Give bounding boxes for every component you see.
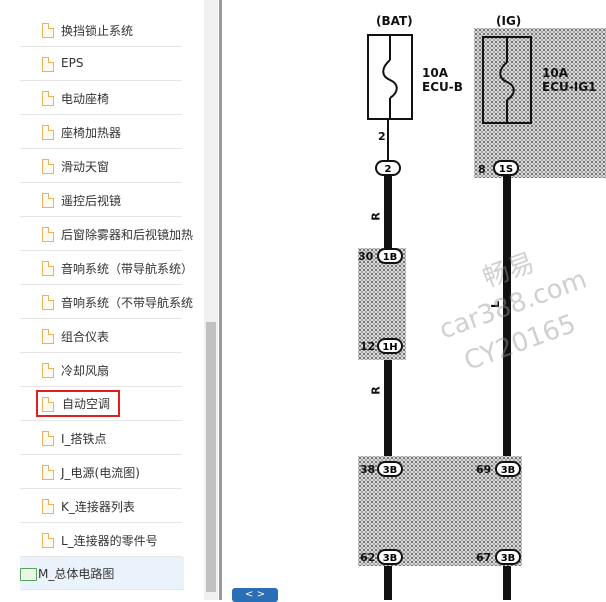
file-icon bbox=[42, 23, 54, 38]
tree-item[interactable]: 音响系统（带导航系统） bbox=[20, 252, 193, 285]
page-nav-button[interactable]: < > bbox=[232, 588, 278, 602]
file-icon bbox=[42, 125, 54, 140]
tree-item[interactable]: 冷却风扇 bbox=[20, 354, 182, 387]
pin-8: 8 bbox=[478, 163, 486, 176]
file-icon bbox=[42, 397, 54, 412]
tree-item-label: 冷却风扇 bbox=[61, 364, 110, 378]
tree-item[interactable]: 座椅加热器 bbox=[20, 116, 182, 149]
pane-divider[interactable] bbox=[219, 0, 222, 600]
connector-1h: 1H bbox=[377, 338, 403, 354]
wiring-diagram: (BAT) 10A ECU-B 2 2 R 30 1B 12 1H R (IG)… bbox=[222, 0, 606, 600]
wire-label-r2: R bbox=[369, 386, 383, 395]
tree-item-label: 音响系统（带导航系统） bbox=[61, 262, 194, 276]
tree-item-label: 组合仪表 bbox=[61, 330, 110, 344]
fuse1-name: ECU-B bbox=[422, 80, 463, 94]
file-icon bbox=[42, 499, 54, 514]
wire-r bbox=[384, 176, 392, 600]
pin-62: 62 bbox=[360, 551, 376, 564]
tree-item[interactable]: 遥控后视镜 bbox=[20, 184, 182, 217]
tree-item[interactable]: 音响系统（不带导航系统 bbox=[20, 286, 193, 319]
file-icon bbox=[42, 193, 54, 208]
file-icon bbox=[42, 295, 54, 310]
fuse-symbol-icon bbox=[382, 36, 398, 118]
tree-item[interactable]: 电动座椅 bbox=[20, 82, 182, 115]
file-icon bbox=[42, 329, 54, 344]
fuse1-amp: 10A bbox=[422, 66, 448, 80]
fuse-ecu-ig1 bbox=[482, 36, 532, 124]
fuse2-amp: 10A bbox=[542, 66, 568, 80]
sidebar: 换挡锁止系统 EPS 电动座椅座椅加热器滑动天窗遥控后视镜后窗除雾器和后视镜加热音响… bbox=[0, 0, 220, 600]
file-icon bbox=[42, 57, 54, 72]
tree-item-label: 后窗除雾器和后视镜加热 bbox=[61, 228, 194, 242]
tree-item-label: 自动空调 bbox=[35, 390, 121, 417]
pin-30: 30 bbox=[358, 250, 374, 263]
connector-3b-38: 3B bbox=[377, 461, 403, 477]
tree-item[interactable]: I_搭铁点 bbox=[20, 422, 182, 455]
file-icon bbox=[42, 261, 54, 276]
connector-1s: 1S bbox=[493, 160, 519, 176]
pin-38: 38 bbox=[360, 463, 376, 476]
sidebar-scrollbar[interactable] bbox=[204, 0, 218, 600]
wire-label-r1: R bbox=[369, 212, 383, 221]
tree-item[interactable]: 滑动天窗 bbox=[20, 150, 182, 183]
connector-3b-69: 3B bbox=[495, 461, 521, 477]
tree-item[interactable]: 换挡锁止系统 bbox=[20, 14, 182, 47]
fuse-symbol-icon bbox=[499, 38, 515, 122]
connector-3b-62: 3B bbox=[377, 549, 403, 565]
file-icon bbox=[42, 91, 54, 106]
tree-item[interactable]: 自动空调 bbox=[20, 388, 182, 421]
tree-item-label: L_连接器的零件号 bbox=[61, 534, 158, 548]
tree-item-label: EPS bbox=[61, 56, 84, 70]
fuse-ecu-b bbox=[367, 34, 413, 120]
tree-item[interactable]: L_连接器的零件号 bbox=[20, 524, 182, 557]
tree-item-label: 电动座椅 bbox=[61, 92, 110, 106]
file-icon bbox=[42, 159, 54, 174]
tree-item-label: 滑动天窗 bbox=[61, 160, 110, 174]
tree-item[interactable]: EPS bbox=[20, 48, 182, 81]
file-icon bbox=[42, 363, 54, 378]
fuse2-name: ECU-IG1 bbox=[542, 80, 597, 94]
tree-item-label: 遥控后视镜 bbox=[61, 194, 122, 208]
tree-item-label: K_连接器列表 bbox=[61, 500, 135, 514]
pin-12: 12 bbox=[360, 340, 376, 353]
tree-item-label: 座椅加热器 bbox=[61, 126, 122, 140]
tree-folder-m[interactable]: M_总体电路图 bbox=[20, 557, 184, 590]
tree-item[interactable]: J_电源(电流图) bbox=[20, 456, 182, 489]
connector-1b: 1B bbox=[377, 248, 403, 264]
bat-label: (BAT) bbox=[376, 14, 413, 28]
pin-69: 69 bbox=[476, 463, 492, 476]
tree-item-label: J_电源(电流图) bbox=[61, 466, 140, 480]
file-icon bbox=[42, 465, 54, 480]
tree-folder-label: M_总体电路图 bbox=[38, 567, 115, 581]
tree-item[interactable]: K_连接器列表 bbox=[20, 490, 182, 523]
file-icon bbox=[42, 533, 54, 548]
tree-item[interactable]: 组合仪表 bbox=[20, 320, 182, 353]
relay-block-shade bbox=[474, 28, 606, 178]
tree-item[interactable]: 后窗除雾器和后视镜加热 bbox=[20, 218, 193, 251]
tree-item-label: 音响系统（不带导航系统 bbox=[61, 296, 194, 310]
file-icon bbox=[42, 431, 54, 446]
folder-icon bbox=[20, 568, 37, 581]
wire-segment bbox=[387, 120, 389, 160]
connector-2: 2 bbox=[375, 160, 401, 176]
wire-l bbox=[503, 176, 511, 600]
scrollbar-thumb[interactable] bbox=[206, 322, 216, 592]
file-icon bbox=[42, 227, 54, 242]
tree-item-label: I_搭铁点 bbox=[61, 432, 107, 446]
ig-label: (IG) bbox=[496, 14, 522, 28]
pin-2-top: 2 bbox=[378, 130, 386, 143]
tree-item-label: 换挡锁止系统 bbox=[61, 24, 134, 38]
pin-67: 67 bbox=[476, 551, 492, 564]
connector-3b-67: 3B bbox=[495, 549, 521, 565]
